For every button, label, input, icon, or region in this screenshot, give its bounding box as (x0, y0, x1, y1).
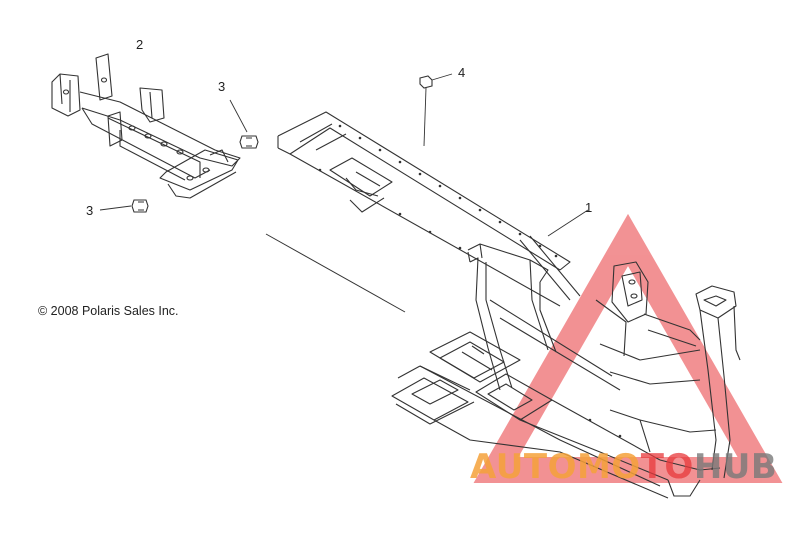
bolt-part-upper (229, 99, 259, 149)
callout-3-lower: 3 (86, 203, 94, 218)
front-bracket-part (51, 53, 241, 199)
watermark-text-hub: HUB (693, 447, 778, 487)
watermark-text-automo: AUTOMO (470, 447, 641, 487)
bolt-part-lower (99, 199, 149, 213)
callout-4: 4 (458, 65, 466, 80)
callout-1: 1 (585, 200, 593, 215)
main-frame-part (277, 111, 741, 499)
watermark-text-to: TO (640, 447, 694, 487)
copyright-notice: © 2008 Polaris Sales Inc. (38, 304, 179, 318)
callout-3-upper: 3 (218, 79, 226, 94)
separator-line (265, 233, 406, 313)
watermark-text: AUTOMOTOHUB (470, 450, 777, 484)
fastener-part (419, 73, 453, 147)
callout-2: 2 (136, 37, 144, 52)
